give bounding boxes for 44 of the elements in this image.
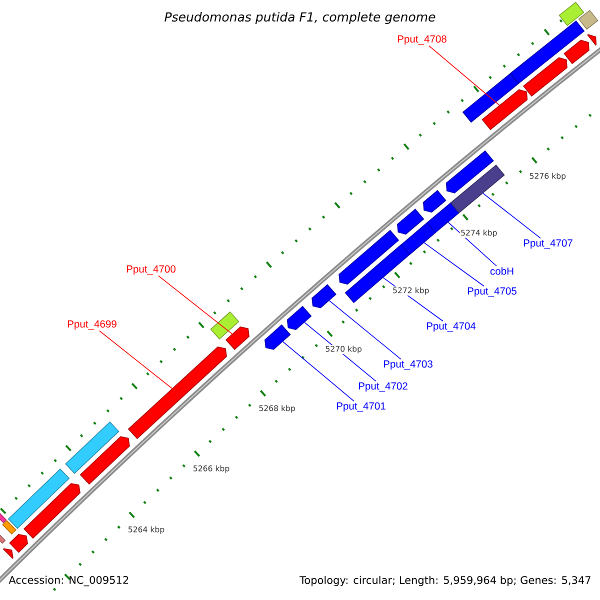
gene-block <box>128 346 227 440</box>
gene-label: Pput_4708 <box>398 35 446 45</box>
gene-label: Pput_4704 <box>426 322 476 332</box>
gene-block <box>564 40 590 64</box>
gene-block <box>462 73 519 123</box>
gene-block <box>225 326 250 350</box>
gene-block <box>286 306 312 330</box>
gene-block <box>422 190 446 213</box>
gene-label: Pput_4699 <box>68 320 116 330</box>
leader-line <box>282 341 354 402</box>
gene-block <box>23 483 80 539</box>
leader-line <box>424 242 484 287</box>
gene-label: Pput_4707 <box>524 239 572 249</box>
gene-block <box>2 520 16 535</box>
gene-block <box>522 57 568 97</box>
leader-line <box>448 222 497 266</box>
gene-block <box>338 230 400 285</box>
gene-block <box>558 2 584 26</box>
gene-label: Pput_4705 <box>468 287 516 297</box>
gene-label: cobH <box>490 267 514 275</box>
gene-block <box>426 202 460 234</box>
gene-label: Pput_4701 <box>336 402 386 412</box>
gene-block <box>446 150 494 194</box>
leader-line <box>328 300 402 360</box>
leader-line <box>482 192 541 239</box>
gene-label: Pput_4703 <box>384 360 432 370</box>
gene-block <box>482 89 528 130</box>
genome-info-text: Topology: circular; Length: 5,959,964 bp; Genes: 5,347 <box>300 576 590 586</box>
leader-line <box>99 330 172 389</box>
accession-text: Accession: NC_009512 <box>8 576 128 586</box>
gene-block <box>65 422 120 474</box>
gene-label: Pput_4700 <box>126 265 176 275</box>
gene-block <box>397 208 424 235</box>
gene-block <box>450 164 505 214</box>
leader-line <box>158 275 232 334</box>
gene-block <box>312 284 336 308</box>
gene-block <box>9 534 28 553</box>
gene-block <box>2 548 14 559</box>
gene-label: Pput_4702 <box>358 382 408 392</box>
gene-block <box>587 34 597 46</box>
gene-block <box>80 436 130 485</box>
gene-block <box>264 324 291 350</box>
title: Pseudomonas putida F1, complete genome <box>164 12 436 24</box>
leader-line <box>428 45 500 106</box>
